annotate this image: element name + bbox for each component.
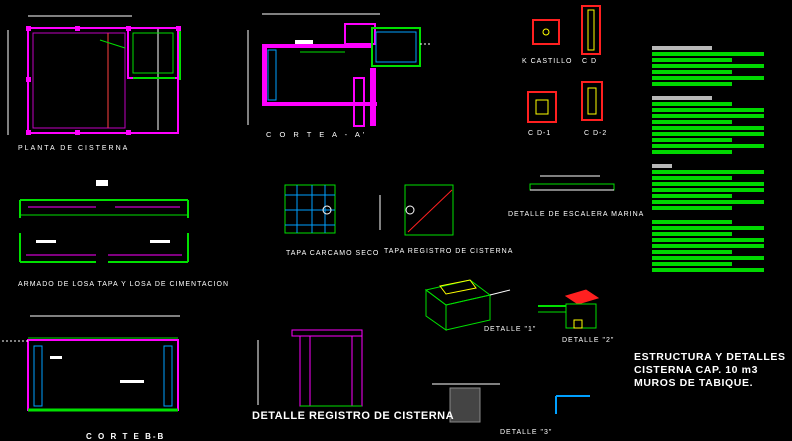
cd-label: C D xyxy=(582,58,598,65)
cd1-label: C D-1 xyxy=(528,130,552,137)
notes-block xyxy=(652,46,764,274)
corte-aa-label: C O R T E A - A' xyxy=(266,130,368,139)
cd2-label: C D-2 xyxy=(584,130,608,137)
tapa-drawings xyxy=(284,184,454,236)
k-castillo-label: K CASTILLO xyxy=(522,58,573,65)
detalle-2-label: DETALLE "2" xyxy=(562,337,615,344)
detalle-escalera-label: DETALLE DE ESCALERA MARINA xyxy=(508,211,645,218)
escalera-drawing xyxy=(529,175,615,191)
castillo-details xyxy=(527,5,603,123)
detalle-2-drawing xyxy=(538,289,600,329)
corte-bb-label: C O R T E B-B xyxy=(86,432,166,441)
armado-losa-label: ARMADO DE LOSA TAPA Y LOSA DE CIMENTACIO… xyxy=(18,281,229,288)
detalle-registro-label: DETALLE REGISTRO DE CISTERNA xyxy=(252,410,455,422)
detalle-1-drawing xyxy=(424,279,511,331)
planta-cisterna-label: PLANTA DE CISTERNA xyxy=(18,145,130,152)
corte-aa-drawing xyxy=(247,13,432,127)
detalle-1-label: DETALLE "1" xyxy=(484,326,537,333)
planta-cisterna-drawing xyxy=(7,15,181,135)
detalle-3-drawing xyxy=(432,383,590,423)
tapa-registro-label: TAPA REGISTRO DE CISTERNA xyxy=(384,248,514,255)
armado-losa-drawing xyxy=(19,180,189,263)
corte-bb-drawing xyxy=(2,315,180,412)
detalle-registro-drawing xyxy=(257,329,363,407)
title-block: ESTRUCTURA Y DETALLES CISTERNA CAP. 10 m… xyxy=(634,351,786,389)
detalle-3-label: DETALLE "3" xyxy=(500,429,553,436)
tapa-carcamo-label: TAPA CARCAMO SECO xyxy=(286,250,380,257)
